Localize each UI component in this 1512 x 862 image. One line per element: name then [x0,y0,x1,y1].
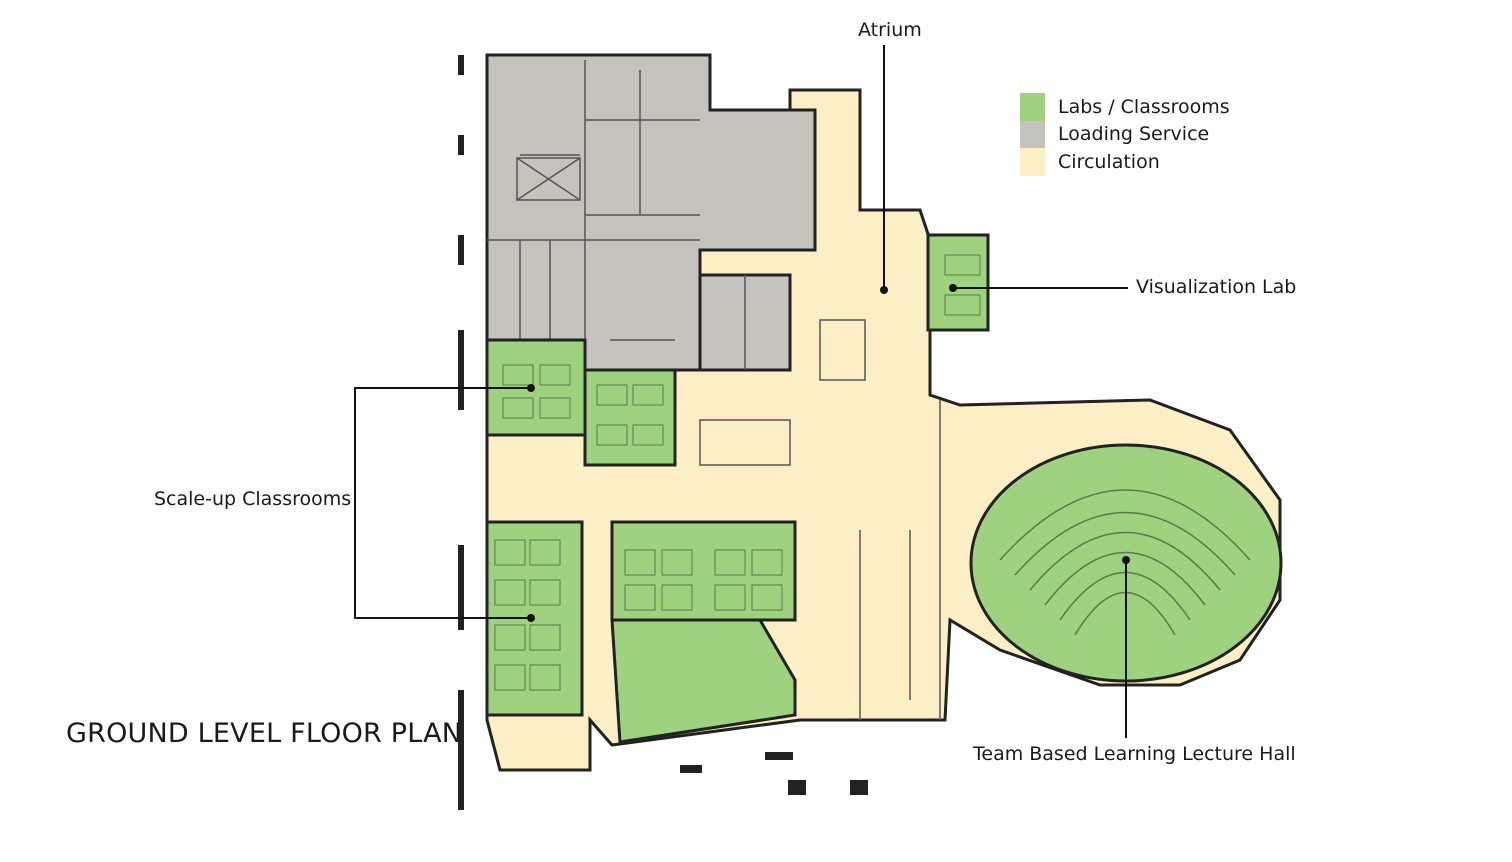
exterior-columns [458,55,868,810]
classroom-tables [494,254,981,691]
legend-label: Circulation [1058,150,1160,173]
lecture-hall-label: Team Based Learning Lecture Hall [973,743,1296,765]
legend-item-labs: Labs / Classrooms [1020,93,1230,121]
loading-service-areas [485,53,817,372]
legend-item-circulation: Circulation [1020,148,1230,176]
callout-lines [354,45,1128,738]
interior-walls [487,60,941,720]
legend-swatch-labs [1020,93,1045,121]
scaleup-classrooms-label: Scale-up Classrooms [154,488,352,510]
callout-dots [527,284,1130,622]
legend-swatch-circulation [1020,148,1045,176]
legend-item-loading: Loading Service [1020,120,1230,148]
legend: Labs / Classrooms Loading Service Circul… [1020,93,1230,176]
legend-label: Labs / Classrooms [1058,95,1230,118]
legend-swatch-loading [1020,120,1045,148]
atrium-label: Atrium [858,19,922,41]
plan-title: GROUND LEVEL FLOOR PLAN [66,718,463,749]
visualization-lab-label: Visualization Lab [1136,276,1297,298]
legend-label: Loading Service [1058,123,1210,146]
